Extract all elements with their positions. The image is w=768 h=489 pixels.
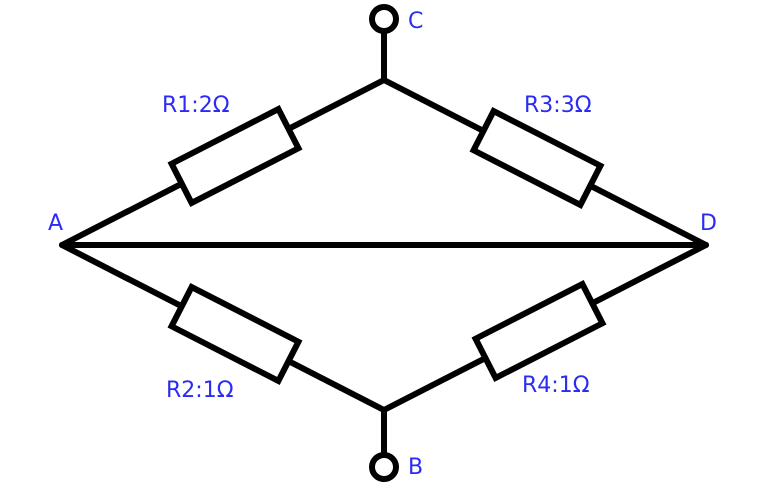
terminal-b	[369, 452, 399, 482]
label-r2: R2:1Ω	[166, 378, 234, 403]
resistor-r2	[167, 283, 303, 385]
node-label-c: C	[408, 9, 423, 34]
resistor-r1	[167, 105, 303, 207]
node-label-b: B	[408, 455, 423, 480]
node-label-d: D	[700, 211, 717, 236]
label-r1: R1:2Ω	[162, 93, 230, 118]
resistor-r4	[471, 280, 607, 382]
upper-wire	[59, 77, 709, 248]
resistor-r3	[469, 107, 605, 209]
label-r4: R4:1Ω	[522, 373, 590, 398]
terminal-c	[369, 4, 399, 34]
lower-wire	[59, 242, 709, 413]
label-r3: R3:3Ω	[524, 93, 592, 118]
node-label-a: A	[48, 211, 63, 236]
